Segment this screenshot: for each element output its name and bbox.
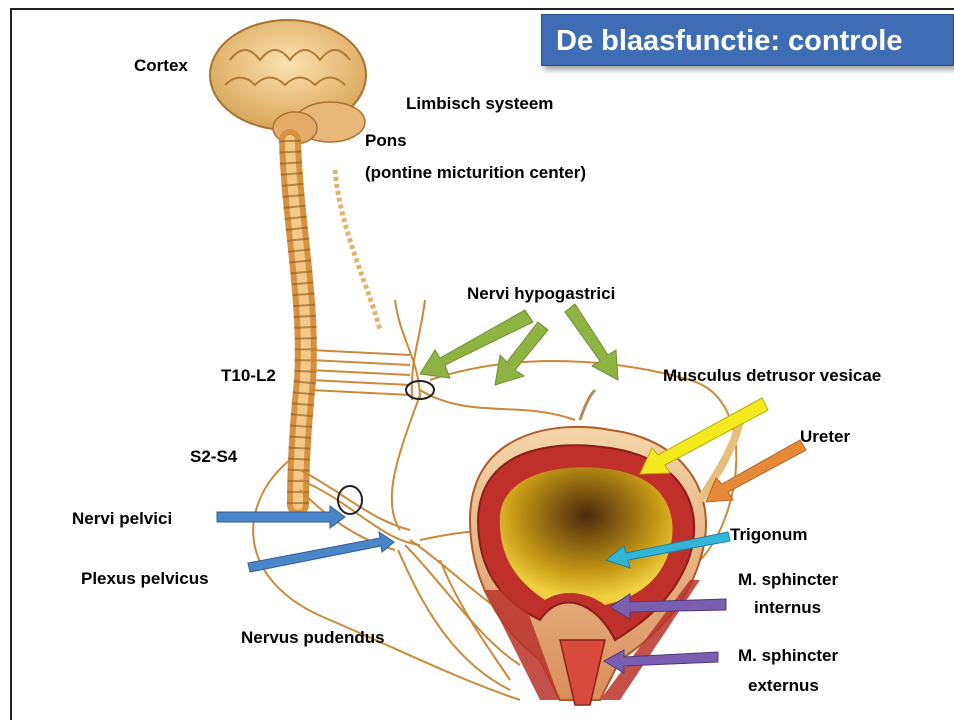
label-nervi-hypogastrici: Nervi hypogastrici — [467, 284, 615, 304]
label-cortex: Cortex — [134, 56, 188, 76]
arrow-sphincter-externus — [604, 650, 718, 673]
brain — [210, 20, 366, 144]
label-sphincter-internus-2: internus — [754, 598, 821, 618]
slide-title: De blaasfunctie: controle — [541, 14, 954, 66]
sympathetic-chain — [335, 170, 380, 330]
label-pons: Pons — [365, 131, 407, 151]
green-arrows — [420, 304, 618, 385]
label-pons-subtitle: (pontine micturition center) — [365, 163, 586, 183]
arrow-plexus-pelvicus — [248, 532, 394, 572]
label-nervus-pudendus: Nervus pudendus — [241, 628, 385, 648]
arrow-nervi-pelvici — [217, 506, 345, 528]
spinal-cord — [290, 140, 306, 505]
label-detrusor: Musculus detrusor vesicae — [663, 366, 881, 386]
label-limbisch-systeem: Limbisch systeem — [406, 94, 553, 114]
label-trigonum: Trigonum — [730, 525, 807, 545]
label-nervi-pelvici: Nervi pelvici — [72, 509, 172, 529]
label-t10-l2: T10-L2 — [221, 366, 276, 386]
label-sphincter-internus-1: M. sphincter — [738, 570, 838, 590]
label-s2-s4: S2-S4 — [190, 447, 237, 467]
label-plexus-pelvicus: Plexus pelvicus — [81, 569, 209, 589]
arrow-detrusor — [640, 398, 768, 474]
label-ureter: Ureter — [800, 427, 850, 447]
label-sphincter-externus-1: M. sphincter — [738, 646, 838, 666]
label-sphincter-externus-2: externus — [748, 676, 819, 696]
